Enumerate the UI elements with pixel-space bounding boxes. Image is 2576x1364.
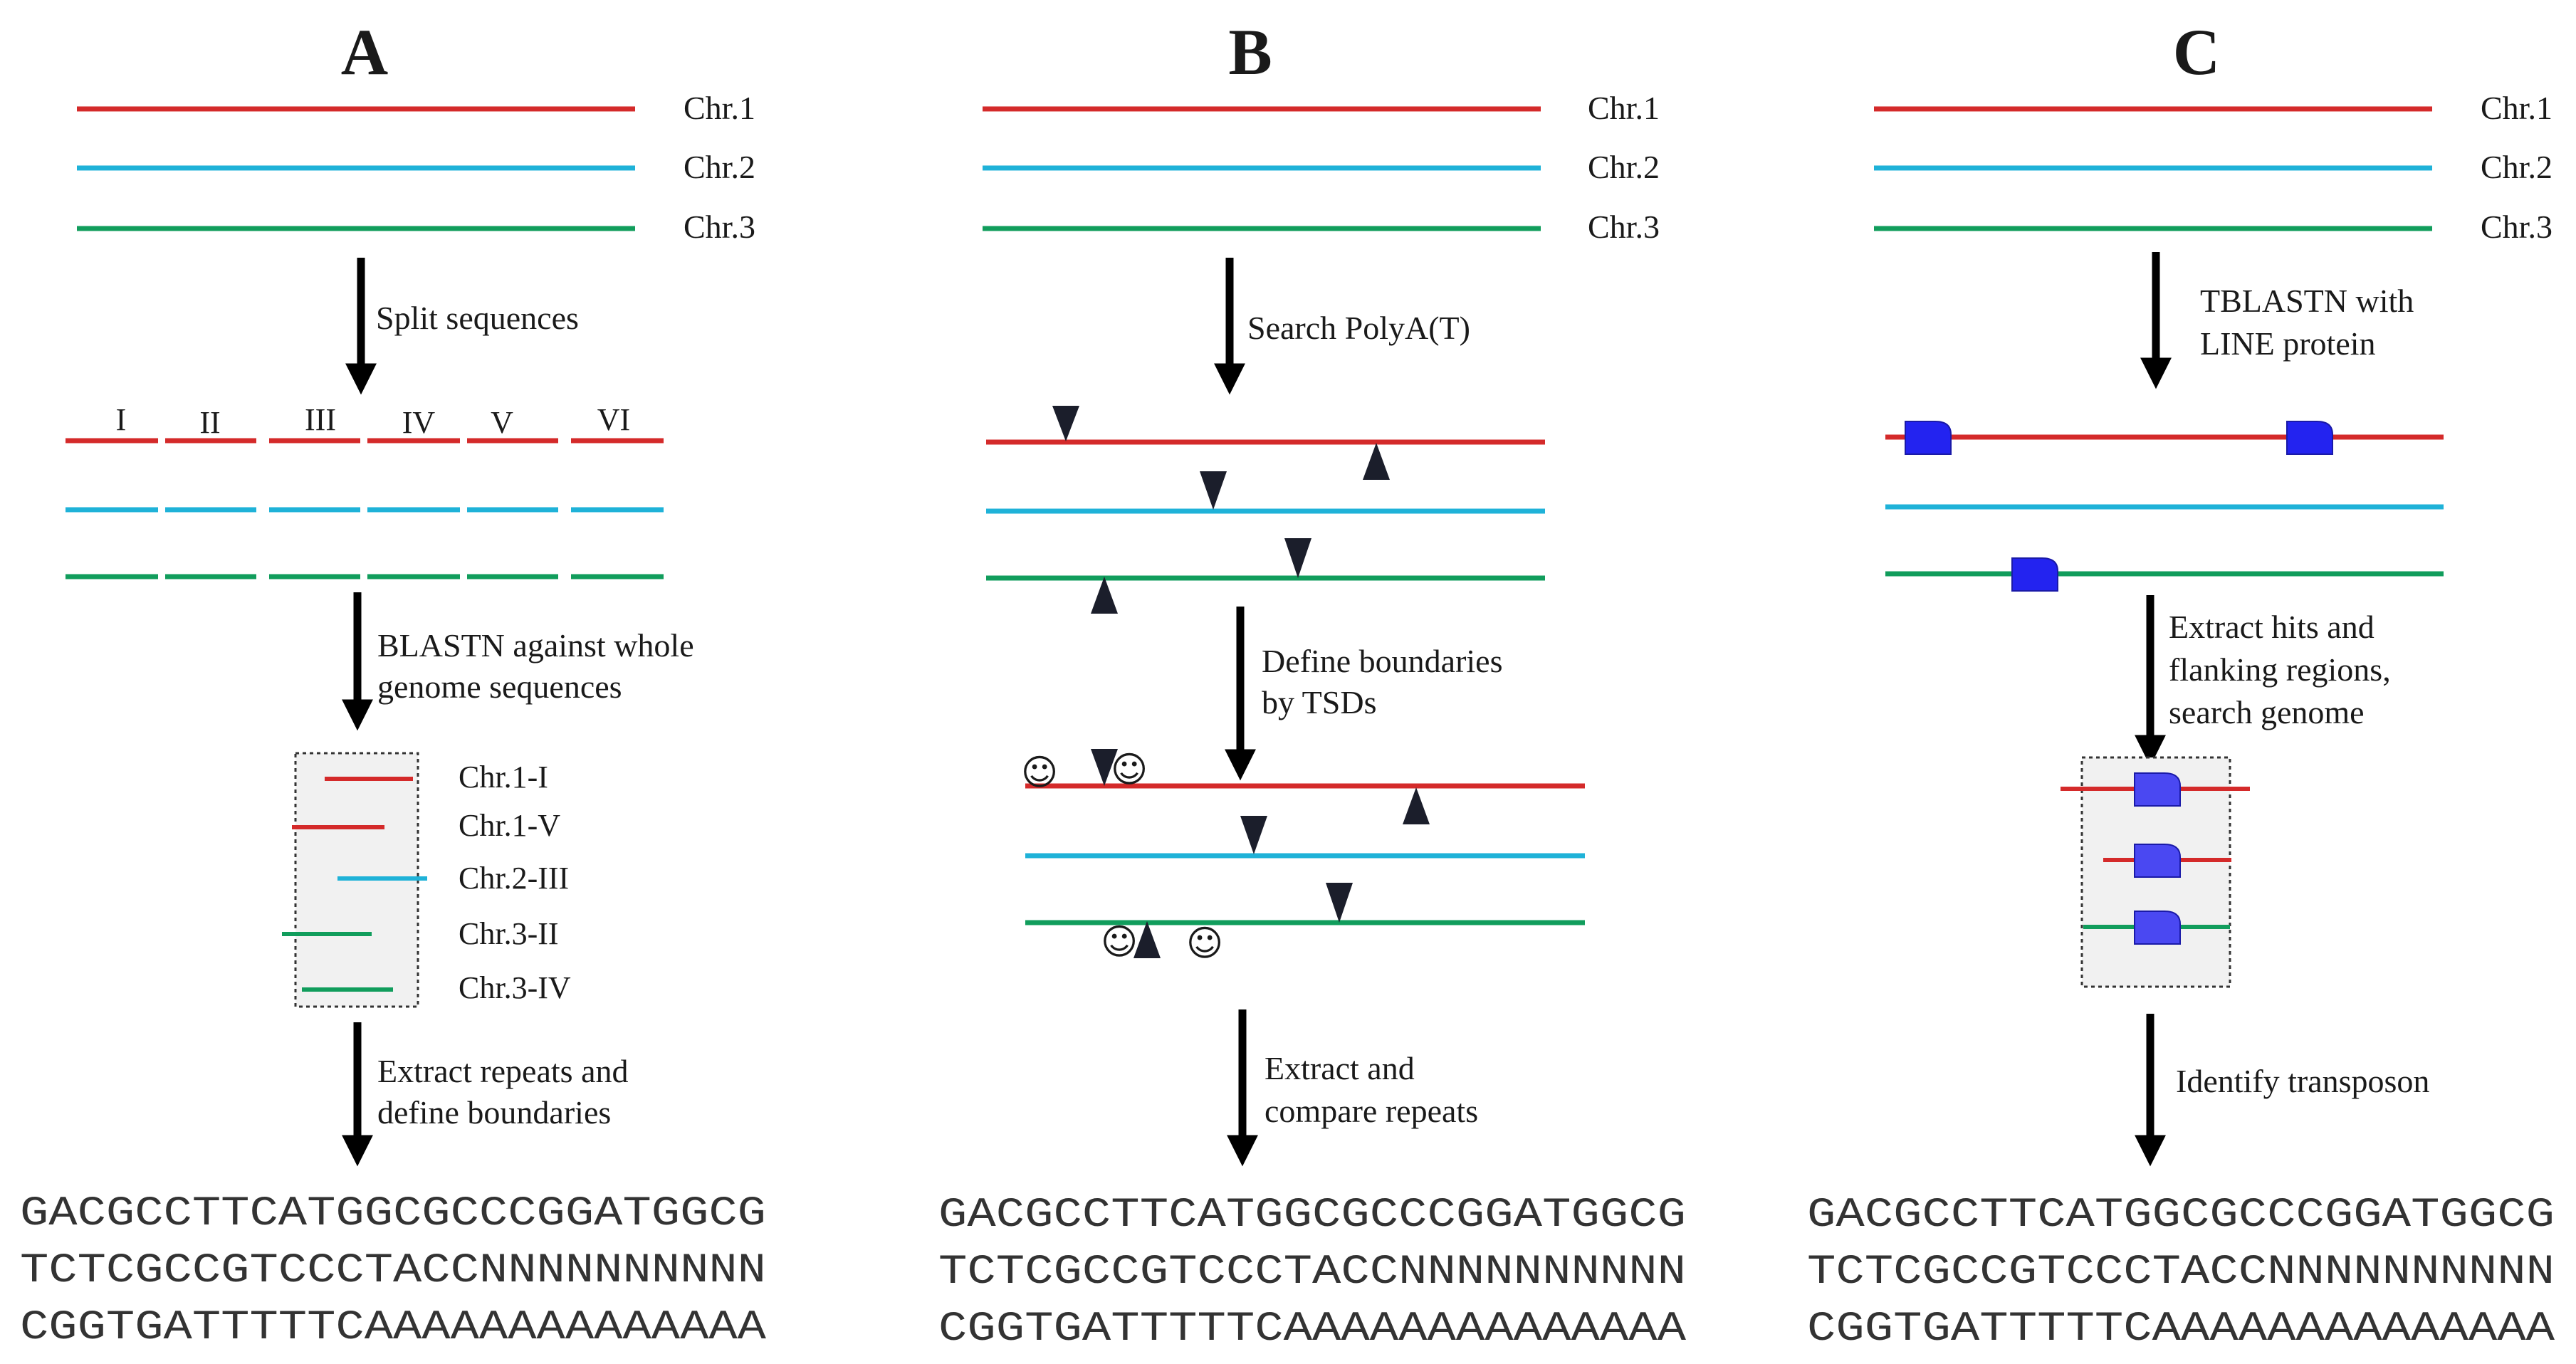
panel-c-title: C — [2173, 16, 2220, 88]
polya-search-lines — [986, 406, 1545, 614]
step-label: Extract hits and flanking regions, searc… — [2169, 609, 2399, 730]
panel-b: B Chr.1 Chr.2 Chr.3 Search PolyA(T) Defi… — [938, 16, 1686, 1353]
sequence-line: CGGTGATTTTTCAAAAAAAAAAAAAA — [938, 1306, 1686, 1353]
protein-domain-icon — [1905, 421, 1952, 455]
triangle-marker-icon — [1403, 787, 1430, 824]
blast-hits-box: Chr.1-I Chr.1-V Chr.2-III Chr.3-II Chr.3… — [282, 752, 571, 1008]
chr1-label: Chr.1 — [2481, 90, 2553, 126]
genome-hits-box — [2061, 756, 2250, 988]
hit-label: Chr.3-II — [459, 916, 559, 951]
protein-domain-icon — [2134, 772, 2181, 807]
step-label: Split sequences — [376, 300, 579, 336]
sequence-line: TCTCGCCGTCCCTACCNNNNNNNNNN — [938, 1249, 1686, 1296]
triangle-marker-icon — [1363, 443, 1390, 480]
step-line: compare repeats — [1265, 1093, 1478, 1129]
tsd-boundary-lines: ☺ ☺ ☺ ☺ — [1021, 749, 1585, 964]
segment-label: II — [199, 405, 220, 440]
protein-domain-icon — [2011, 557, 2058, 592]
chr3-label: Chr.3 — [1588, 209, 1660, 245]
chr2-label: Chr.2 — [1588, 149, 1660, 185]
sequence-line: CGGTGATTTTTCAAAAAAAAAAAAAA — [1807, 1306, 2555, 1353]
segment-label: III — [305, 402, 336, 437]
step-line: Extract repeats and — [377, 1053, 628, 1089]
step-label: TBLASTN with LINE protein — [2200, 283, 2422, 362]
triangle-marker-icon — [1133, 921, 1161, 958]
segment-label: VI — [597, 402, 630, 437]
panel-c-chromosomes: Chr.1 Chr.2 Chr.3 — [1874, 90, 2553, 245]
chr3-label: Chr.3 — [684, 209, 755, 245]
chr1-label: Chr.1 — [1588, 90, 1660, 126]
triangle-marker-icon — [1326, 883, 1353, 923]
step-line: genome sequences — [377, 668, 622, 705]
step-label: Extract repeats and define boundaries — [377, 1053, 637, 1130]
hit-label: Chr.1-V — [459, 808, 560, 843]
sequence-line: TCTCGCCGTCCCTACCNNNNNNNNNN — [1807, 1249, 2555, 1296]
triangle-marker-icon — [1052, 406, 1079, 441]
triangle-marker-icon — [1200, 471, 1227, 510]
sequence-line: GACGCCTTCATGGCGCCCGGATGGCG — [1807, 1192, 2555, 1239]
protein-domain-icon — [2286, 421, 2333, 455]
step-label: Extract and compare repeats — [1265, 1050, 1478, 1129]
split-segments: I II III IV V VI — [66, 402, 664, 579]
hit-label: Chr.3-IV — [459, 970, 571, 1005]
smiley-icon: ☺ — [1186, 923, 1223, 964]
panel-b-title: B — [1228, 16, 1272, 88]
chr2-label: Chr.2 — [2481, 149, 2553, 185]
step-label: BLASTN against whole genome sequences — [377, 627, 702, 705]
panel-c: C Chr.1 Chr.2 Chr.3 TBLASTN with LINE pr… — [1807, 16, 2555, 1353]
panel-b-chromosomes: Chr.1 Chr.2 Chr.3 — [983, 90, 1660, 245]
triangle-marker-icon — [1091, 577, 1118, 614]
tblastn-hit-lines — [1885, 421, 2444, 592]
panel-a-title: A — [341, 16, 388, 88]
step-line: Search PolyA(T) — [1247, 310, 1470, 346]
sequence-line: GACGCCTTCATGGCGCCCGGATGGCG — [938, 1192, 1686, 1239]
segment-label: V — [491, 405, 513, 440]
step-label: Define boundaries by TSDs — [1262, 643, 1511, 720]
step-line: BLASTN against whole — [377, 627, 694, 663]
sequence-line: TCTCGCCGTCCCTACCNNNNNNNNNN — [20, 1248, 766, 1294]
step-line: Split sequences — [376, 300, 579, 336]
protein-domain-icon — [2134, 911, 2181, 945]
step-line: Extract hits and — [2169, 609, 2375, 645]
triangle-marker-icon — [1284, 538, 1311, 578]
step-line: define boundaries — [377, 1094, 611, 1130]
protein-domain-icon — [2134, 844, 2181, 878]
panel-a-chromosomes: Chr.1 Chr.2 Chr.3 — [77, 90, 755, 245]
step-line: search genome — [2169, 694, 2365, 730]
hit-label: Chr.1-I — [459, 760, 548, 794]
step-line: by TSDs — [1262, 684, 1376, 720]
chr2-label: Chr.2 — [684, 149, 755, 185]
step-line: TBLASTN with — [2200, 283, 2414, 319]
chr3-label: Chr.3 — [2481, 209, 2553, 245]
step-line: LINE protein — [2200, 325, 2376, 362]
step-line: Define boundaries — [1262, 643, 1503, 679]
segment-label: IV — [402, 405, 436, 440]
smiley-icon: ☺ — [1111, 749, 1148, 790]
step-label: Search PolyA(T) — [1247, 310, 1470, 346]
triangle-marker-icon — [1240, 816, 1267, 854]
chr1-label: Chr.1 — [684, 90, 755, 126]
smiley-icon: ☺ — [1021, 752, 1058, 793]
sequence-line: CGGTGATTTTTCAAAAAAAAAAAAAA — [20, 1305, 766, 1351]
hit-label: Chr.2-III — [459, 861, 569, 896]
panel-a: A Chr.1 Chr.2 Chr.3 Split sequences I II… — [20, 16, 766, 1351]
triangle-marker-icon — [1091, 749, 1118, 786]
segment-label: I — [116, 402, 127, 437]
step-line: Extract and — [1265, 1050, 1415, 1086]
step-line: Identify transposon — [2176, 1063, 2429, 1099]
step-line: flanking regions, — [2169, 651, 2391, 688]
sequence-line: GACGCCTTCATGGCGCCCGGATGGCG — [20, 1191, 766, 1237]
smiley-icon: ☺ — [1101, 921, 1138, 962]
step-label: Identify transposon — [2176, 1063, 2429, 1099]
